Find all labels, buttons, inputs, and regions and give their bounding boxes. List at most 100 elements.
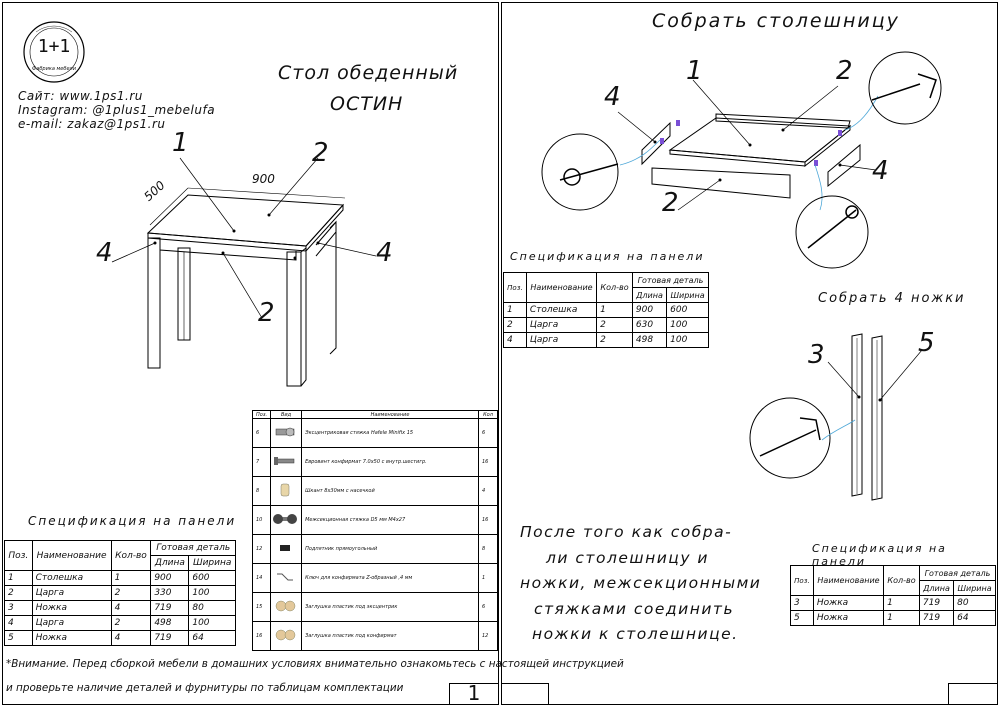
product-title: Стол обеденный [278,62,459,84]
stamp-box [948,683,998,705]
cell: 719 [918,595,955,611]
cell: 14 [251,563,272,593]
table-row: 12 Подпятник прямоугольный 8 [251,534,498,564]
cell: 2 [110,615,152,631]
cap-icon [270,592,303,622]
left-page-frame [2,2,499,705]
cell: Царга [31,615,112,631]
cell: 600 [188,570,236,586]
right-callout-2: 2 [836,56,853,86]
hw-col-qty: Кол [478,410,498,419]
cell: 4 [110,630,152,646]
instruction-line: После того как собра- [520,523,733,541]
instruction-line: стяжками соединить [534,599,735,618]
col-name: Наименование [812,565,885,596]
right-callout-1: 1 [686,56,703,86]
callout-4-left: 4 [96,238,113,268]
callout-2-apron: 2 [258,298,275,328]
right-callout-4-right: 4 [872,156,889,186]
hw-col-pos: Поз. [251,410,272,419]
callout-1: 1 [172,128,189,158]
right-callout-5: 5 [918,328,935,358]
cell: 16 [478,505,498,535]
cell: 64 [953,610,996,626]
product-model: ОСТИН [330,93,404,115]
cell: 2 [4,585,33,601]
foot-pad-icon [270,534,303,564]
table-row: 16 Заглушка пластик под конфирмат 12 [251,621,498,651]
cap-icon [270,621,303,651]
contact-email: e-mail: zakaz@1ps1.ru [18,117,166,131]
heading-assemble-top: Собрать столешницу [652,10,900,32]
table-row: 8 Шкант 8х30мм с насечкой 4 [251,476,498,506]
cell: 12 [478,621,498,651]
right-callout-3: 3 [808,340,825,370]
table-row: 7 Евровинт конфирмат 7.0х50 с внутр.шест… [251,447,498,477]
hw-col-view: Вид [270,410,303,419]
cell: 498 [631,332,668,348]
cell: 719 [150,600,190,616]
col-ready: Готовая деталь [918,565,997,581]
cell: 6 [478,592,498,622]
warning-line-2: и проверьте наличие деталей и фурнитуры … [6,682,404,694]
callout-4-right: 4 [376,238,393,268]
cell: 2 [110,585,152,601]
cell: 3 [790,595,814,611]
contact-site: Сайт: www.1ps1.ru [18,89,143,103]
cell: Заглушка пластик под эксцентрик [301,592,479,622]
col-name: Наименование [31,540,112,571]
cell: 10 [251,505,272,535]
logo-text: 1+1 [37,36,71,57]
cell: 719 [918,610,955,626]
page-number: 1 [467,681,481,705]
legs-assembly-drawing [749,333,923,501]
cell: 100 [188,585,236,601]
cell: 4 [4,615,33,631]
table-row: 15 Заглушка пластик под эксцентрик 6 [251,592,498,622]
hw-col-name: Наименование [301,410,479,419]
table-row: 6 Эксцентриковая стяжка Hafele Minifix 1… [251,418,498,448]
cell: 6 [251,418,272,448]
cell: Межсекционная стяжка D5 мм M4х27 [301,505,479,535]
contact-instagram: Instagram: @1plus1_mebelufa [18,103,216,117]
cell: Ножка [31,600,112,616]
cell: 15 [251,592,272,622]
table-row: 14 Ключ для конфирмата Z-образный ,4 мм … [251,563,498,593]
spec-bottom-title: Спецификация на панели [812,542,947,568]
cell: 4 [478,476,498,506]
cell: 100 [666,332,709,348]
minifix-icon [270,418,303,448]
col-qty: Кол-во [596,272,633,303]
callout-2: 2 [312,138,329,168]
cell: 1 [883,595,920,611]
logo-ring-text: Фабрика мебели [31,66,76,72]
col-name: Наименование [525,272,598,303]
cell: 80 [188,600,236,616]
cell: 3 [4,600,33,616]
heading-assemble-legs: Собрать 4 ножки [818,291,966,306]
col-wid: Ширина [188,555,236,571]
col-len: Длина [918,580,955,596]
brand-logo [23,21,85,83]
col-qty: Кол-во [883,565,920,596]
cell: Эксцентриковая стяжка Hafele Minifix 15 [301,418,479,448]
spec-top-title: Спецификация на панели [510,250,705,263]
cell: 8 [478,534,498,564]
cell: 16 [251,621,272,651]
cell: Заглушка пластик под конфирмат [301,621,479,651]
cell: Ножка [812,595,885,611]
dimension-length: 900 [252,172,275,186]
cell: 1 [478,563,498,593]
connector-bolt-icon [270,505,303,535]
cell: 5 [790,610,814,626]
cell: 4 [110,600,152,616]
col-pos: Поз. [790,565,814,596]
instruction-line: ножки к столешнице. [532,625,739,643]
right-page-frame [501,2,998,705]
